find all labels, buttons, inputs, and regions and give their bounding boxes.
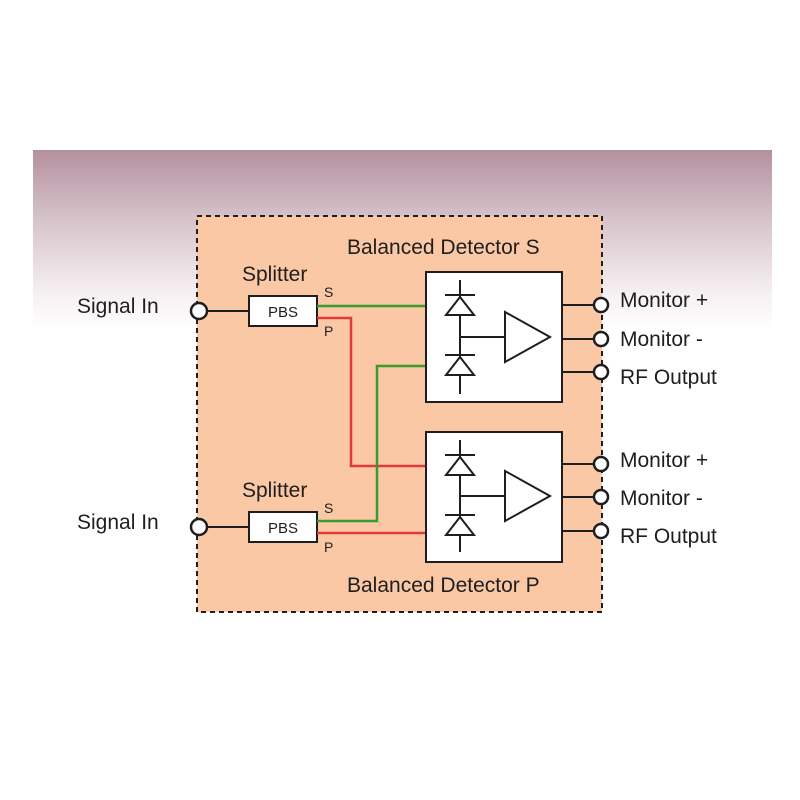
pbs-label-2: PBS [268,520,298,537]
splitter-label-1: Splitter [242,263,307,286]
p-port-label-1: P [324,323,333,339]
amplifier-icon [504,469,553,523]
pbs-label-1: PBS [268,304,298,321]
rf-output-label-2: RF Output [620,525,717,548]
signal-in-port-1[interactable] [189,301,209,321]
signal-in-port-2[interactable] [189,517,209,537]
p-port-label-2: P [324,539,333,555]
splitter-label-2: Splitter [242,479,307,502]
s-port-label-2: S [324,500,333,516]
monitor-minus-label-1: Monitor - [620,328,703,351]
photodiode-icon [443,454,477,476]
monitor-plus-label-2: Monitor + [620,449,708,472]
s-port-label-1: S [324,284,333,300]
photodiode-icon [443,294,477,316]
detector-s-block [425,271,563,403]
photodiode-icon [443,514,477,536]
signal-in-label-2: Signal In [77,511,159,534]
signal-in-label-1: Signal In [77,295,159,318]
monitor-minus-port-2[interactable] [592,488,610,506]
s-line-2 [317,364,426,523]
monitor-minus-label-2: Monitor - [620,487,703,510]
pbs-box-1: PBS [248,295,318,327]
monitor-plus-port-1[interactable] [592,296,610,314]
amplifier-icon [504,310,553,364]
rf-output-label-1: RF Output [620,366,717,389]
p-line-1 [317,316,426,468]
monitor-minus-port-1[interactable] [592,330,610,348]
pbs-box-2: PBS [248,511,318,543]
detector-p-block [425,431,563,563]
monitor-plus-label-1: Monitor + [620,289,708,312]
rf-output-port-2[interactable] [592,522,610,540]
rf-output-port-1[interactable] [592,363,610,381]
title-balanced-detector-s: Balanced Detector S [347,236,540,259]
monitor-plus-port-2[interactable] [592,455,610,473]
photodiode-icon [443,354,477,376]
title-balanced-detector-p: Balanced Detector P [347,574,540,597]
